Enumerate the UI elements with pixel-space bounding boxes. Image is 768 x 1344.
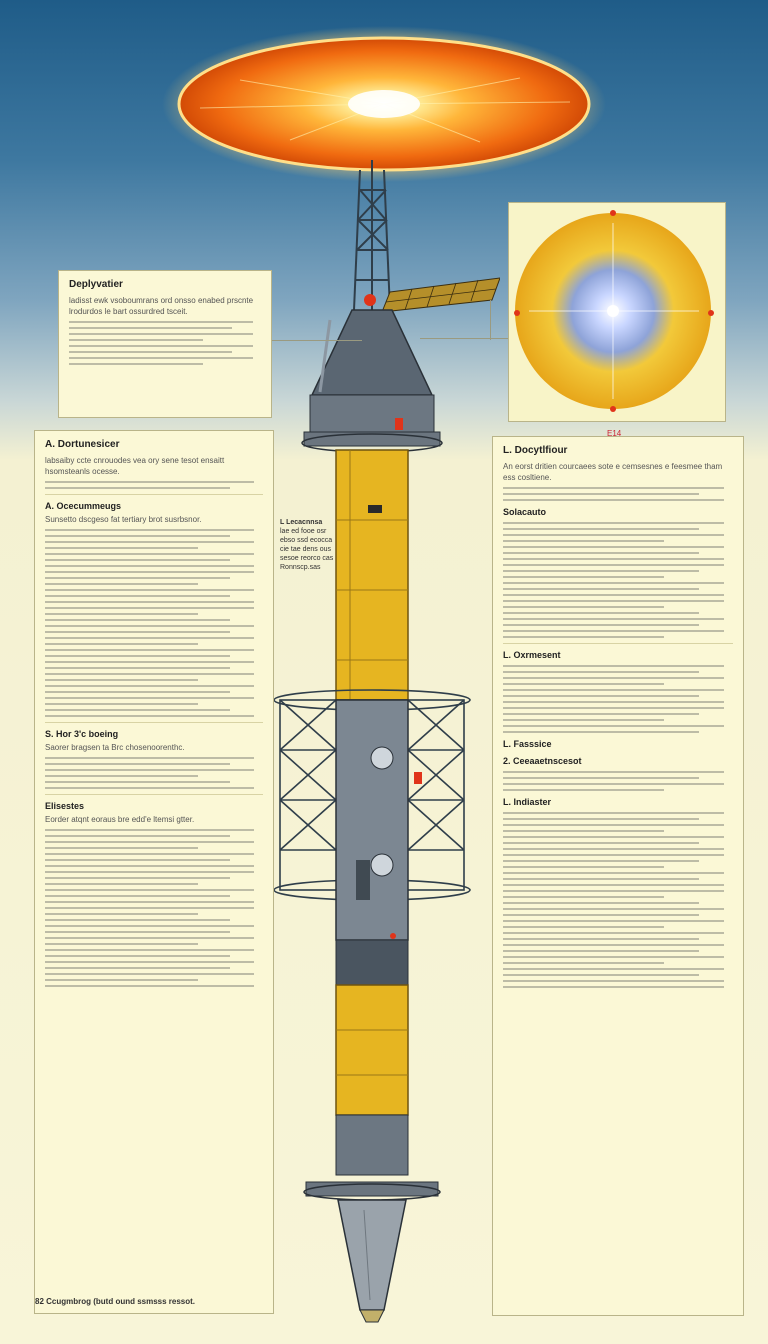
sun-scale-label: E14 xyxy=(607,429,622,438)
section-b-title: A. Ocecummeugs xyxy=(45,501,122,511)
leader-line xyxy=(272,340,362,341)
left-footer-note: 82 Ccugmbrog (butd ound ssmsss ressot. xyxy=(35,1297,196,1306)
lower-stage xyxy=(335,984,409,1116)
upper-service-ring xyxy=(301,418,443,453)
right-d-subtitle: 2. Ceeaaetnscesot xyxy=(503,756,582,766)
right-a-body: An eorst dritien courcaees sote e cemses… xyxy=(503,462,723,482)
section-a-title: A. Dortunesicer xyxy=(45,439,120,450)
right-c-title: L. Oxrmesent xyxy=(503,650,561,660)
note-body: ladisst ewk vsoboumrans ord onsso enabed… xyxy=(69,296,254,316)
callout-title: L Lecacnnsa xyxy=(280,519,323,526)
solar-panel-array xyxy=(364,277,500,313)
leader-line xyxy=(490,300,491,340)
leader-line xyxy=(420,338,508,339)
section-d-body: Eorder atqnt eoraus bre edd'e ltemsi gtt… xyxy=(45,815,195,824)
lower-service-ring xyxy=(303,1181,441,1201)
right-a-title: L. Docytlfiour xyxy=(503,445,568,456)
left-spec-panel: A. Dortunesicer labsaiby ccte cnrouodes … xyxy=(34,430,274,1314)
callout-body: lae ed fooe osr ebso ssd ecocca cie tae … xyxy=(280,528,334,571)
right-e-title: L. Indiaster xyxy=(503,797,552,807)
right-spec-panel: L. Docytlfiour An eorst dritien courcaee… xyxy=(492,436,744,1316)
section-c-title: S. Hor 3'c boeing xyxy=(45,729,119,739)
right-d-title: L. Fasssice xyxy=(503,739,552,749)
antenna-mast xyxy=(353,160,391,311)
callout-middle: L Lecacnnsa lae ed fooe osr ebso ssd eco… xyxy=(280,518,336,572)
sun-inset-panel: E14 xyxy=(508,202,726,438)
sun-closeup-illustration xyxy=(514,210,714,412)
section-c-body: Saorer bragsen ta Brc chosenoorenthc. xyxy=(45,743,185,752)
section-d-title: Elisestes xyxy=(45,801,85,811)
engine-nozzle xyxy=(337,1199,407,1311)
upper-stage xyxy=(335,449,409,701)
right-b-title: Solacauto xyxy=(503,507,547,517)
sun-disk-illustration xyxy=(162,26,606,182)
note-text-lines xyxy=(69,321,261,365)
note-deployment: Deplyvatier ladisst ewk vsoboumrans ord … xyxy=(58,270,272,418)
section-a-body: labsaiby ccte cnrouodes vea ory sene tes… xyxy=(45,456,225,476)
note-title: Deplyvatier xyxy=(69,279,123,290)
rocket-diagram xyxy=(273,160,500,1323)
section-b-body: Sunsetto dscgeso fat tertiary brot susrb… xyxy=(45,515,202,524)
interstage-section xyxy=(335,699,409,941)
